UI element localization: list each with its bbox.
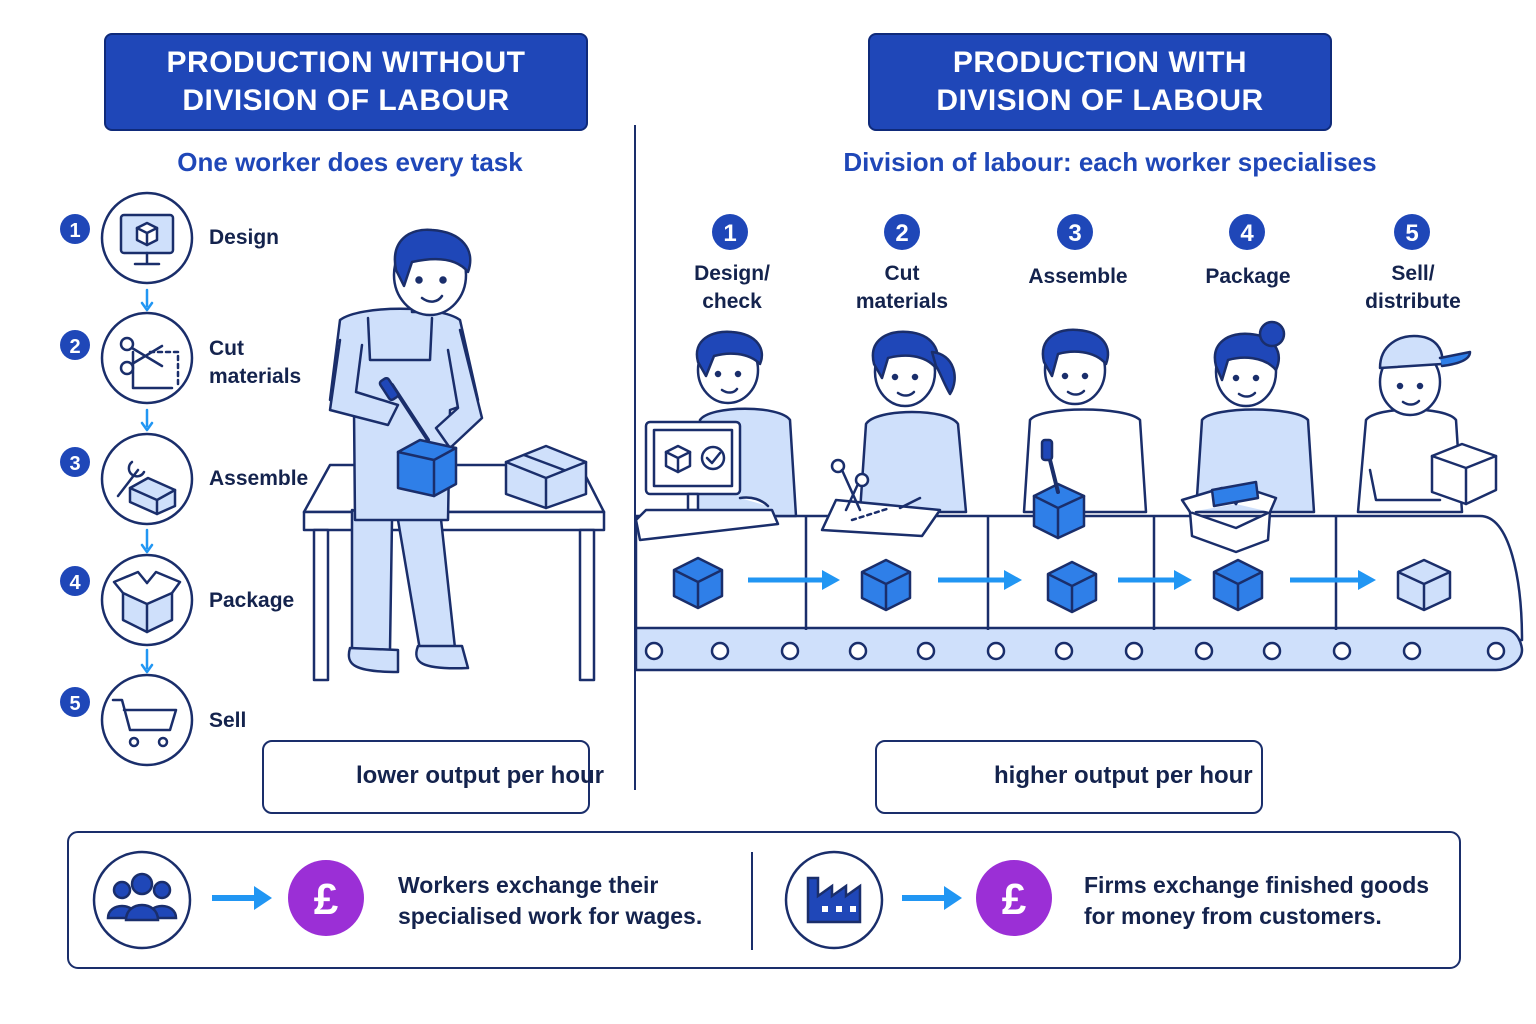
- left-title-line2: DIVISION OF LABOUR: [182, 84, 510, 117]
- cube-2: [860, 558, 912, 612]
- right-step-label-3: Assemble: [1010, 263, 1146, 291]
- left-step-num-5: 5: [69, 693, 80, 715]
- workers-group-icon: [92, 850, 192, 950]
- right-step-num-5: 5: [1405, 220, 1418, 247]
- cube-1: [672, 556, 724, 610]
- right-step-1-text-b: check: [702, 290, 762, 313]
- right-step-4-text: Package: [1205, 265, 1291, 288]
- right-step-2-text-b: materials: [855, 290, 949, 313]
- lower-output-text: lower output per hour: [356, 762, 604, 789]
- right-step-num-4: 4: [1240, 220, 1254, 247]
- right-title-banner: PRODUCTION WITH DIVISION OF LABOUR: [868, 33, 1332, 131]
- scissors-icon: [119, 336, 180, 390]
- pound-coin-icon-left: £: [288, 860, 364, 936]
- left-step-1-text: Design: [209, 226, 280, 249]
- pound-symbol-left: £: [314, 875, 339, 924]
- conveyor-cubes: [672, 556, 1452, 614]
- higher-output-box: [875, 740, 1263, 814]
- worker-assemble: [1022, 328, 1148, 540]
- left-step-num-1: 1: [69, 220, 80, 242]
- left-subtitle: One worker does every task: [177, 147, 523, 177]
- right-step-label-5: Sell/distribute: [1350, 260, 1476, 316]
- left-step-num-3: 3: [69, 453, 80, 475]
- single-worker-scene: [302, 228, 606, 682]
- right-number-badges: [712, 214, 1430, 250]
- higher-output-text: higher output per hour: [994, 762, 1253, 789]
- left-step-list: [100, 191, 194, 767]
- cube-4: [1212, 558, 1264, 612]
- worker-exchange-line1: Workers exchange their: [398, 872, 659, 898]
- right-step-5-text-b: distribute: [1365, 290, 1461, 313]
- worker-sell: [1356, 334, 1498, 514]
- right-subtitle: Division of labour: each worker speciali…: [843, 147, 1377, 177]
- exchange-panel: [67, 831, 1461, 969]
- computer-cube-icon: [119, 213, 175, 266]
- cube-3: [1046, 560, 1098, 614]
- specialised-workers: [634, 320, 1498, 554]
- left-title-line1: PRODUCTION WITHOUT: [166, 46, 526, 79]
- left-step-5-text: Sell: [209, 709, 247, 732]
- pound-coin-icon-right: £: [976, 860, 1052, 936]
- left-step-num-2: 2: [69, 336, 80, 358]
- left-step-label-3: Assemble: [209, 465, 308, 493]
- lower-output-box: [262, 740, 590, 814]
- open-box-icon: [112, 570, 182, 634]
- flow-arrows: [748, 570, 1376, 590]
- right-step-label-2: Cut materials: [840, 260, 964, 316]
- left-step-label-1: Design: [209, 224, 279, 252]
- left-step-label-4: Package: [209, 587, 294, 615]
- worker-exchange-line2: specialised work for wages.: [398, 903, 703, 929]
- right-step-num-2: 2: [895, 220, 908, 247]
- worker-exchange-text: Workers exchange their specialised work …: [398, 870, 702, 932]
- right-step-3-text: Assemble: [1028, 265, 1128, 288]
- worker-design: [634, 330, 798, 542]
- right-title-line2: DIVISION OF LABOUR: [936, 84, 1264, 117]
- wrench-box-icon: [116, 460, 177, 516]
- cube-5: [1396, 558, 1452, 612]
- right-step-label-1: Design/check: [670, 260, 794, 316]
- left-step-4-text: Package: [209, 589, 295, 612]
- right-step-2-text-a: Cut: [884, 262, 920, 285]
- left-step-2-text-a: Cut: [209, 337, 244, 360]
- right-step-1-text-a: Design/: [694, 262, 770, 285]
- pound-symbol-right: £: [1002, 875, 1027, 924]
- shopping-cart-icon: [111, 698, 178, 748]
- right-step-num-3: 3: [1068, 220, 1081, 247]
- left-step-2-text-b: materials: [209, 365, 302, 388]
- firm-exchange-line2: for money from customers.: [1084, 903, 1382, 929]
- right-step-num-1: 1: [723, 220, 736, 247]
- left-step-3-text: Assemble: [209, 467, 309, 490]
- left-step-label-5: Sell: [209, 707, 246, 735]
- firm-exchange-line1: Firms exchange finished goods: [1084, 872, 1430, 898]
- right-step-label-4: Package: [1184, 263, 1312, 291]
- worker-package: [1180, 320, 1316, 554]
- left-step-num-4: 4: [69, 572, 81, 594]
- right-title-line1: PRODUCTION WITH: [952, 46, 1248, 79]
- left-title-banner: PRODUCTION WITHOUT DIVISION OF LABOUR: [104, 33, 588, 131]
- factory-icon: [784, 850, 884, 950]
- worker-cut: [820, 330, 968, 538]
- left-number-badges: [60, 214, 90, 717]
- firm-exchange-text: Firms exchange finished goods for money …: [1084, 870, 1429, 932]
- left-step-label-2: Cut materials: [209, 335, 301, 391]
- exchange-arrows: [212, 886, 962, 910]
- right-step-5-text-a: Sell/: [1391, 262, 1435, 285]
